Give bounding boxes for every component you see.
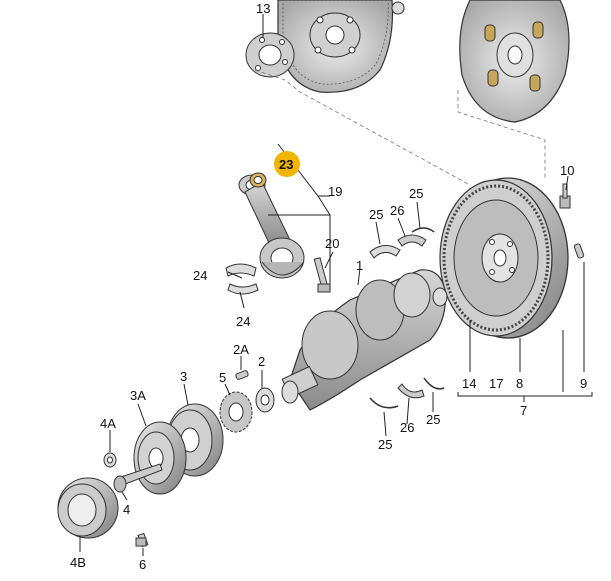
flywheel-top bbox=[277, 0, 405, 93]
shim-plate-13 bbox=[245, 32, 295, 78]
clutch-disc bbox=[459, 0, 570, 123]
sprocket-5 bbox=[219, 391, 253, 433]
dowel-pin-9 bbox=[573, 243, 585, 259]
label-8: 8 bbox=[516, 376, 523, 391]
pulley-3A bbox=[133, 421, 187, 495]
label-10: 10 bbox=[560, 163, 574, 178]
label-14: 14 bbox=[462, 376, 476, 391]
label-7: 7 bbox=[520, 403, 527, 418]
washer-4A bbox=[103, 452, 117, 468]
label-4A: 4A bbox=[100, 416, 116, 431]
label-2: 2 bbox=[258, 354, 265, 369]
label-25-lower-right: 25 bbox=[426, 412, 440, 427]
bolt-10 bbox=[559, 183, 571, 209]
key-2A bbox=[235, 370, 249, 380]
label-26-upper: 26 bbox=[390, 203, 404, 218]
label-23: 23 bbox=[279, 157, 293, 172]
label-26-lower: 26 bbox=[400, 420, 414, 435]
label-25-lower-left: 25 bbox=[378, 437, 392, 452]
label-25-upper-right: 25 bbox=[409, 186, 423, 201]
label-3A: 3A bbox=[130, 388, 146, 403]
label-4B: 4B bbox=[70, 555, 86, 570]
small-end-bushing-23 bbox=[249, 172, 267, 188]
label-4: 4 bbox=[123, 502, 130, 517]
connecting-rod-19 bbox=[238, 174, 305, 279]
label-1: 1 bbox=[356, 258, 363, 273]
label-3: 3 bbox=[180, 369, 187, 384]
label-9: 9 bbox=[580, 376, 587, 391]
label-24-lower: 24 bbox=[236, 314, 250, 329]
crankshaft-1 bbox=[281, 269, 448, 411]
label-19: 19 bbox=[328, 184, 342, 199]
leader-lines bbox=[79, 14, 593, 556]
label-13: 13 bbox=[256, 1, 270, 16]
seal-2 bbox=[255, 387, 275, 413]
label-25-upper-left: 25 bbox=[369, 207, 383, 222]
label-6: 6 bbox=[139, 557, 146, 572]
label-20: 20 bbox=[325, 236, 339, 251]
cover-4B bbox=[57, 477, 119, 539]
main-bearing-shells-lower bbox=[369, 377, 445, 409]
label-17: 17 bbox=[489, 376, 503, 391]
main-bearing-shells-upper bbox=[369, 227, 435, 259]
bolt-4 bbox=[113, 463, 163, 493]
label-5: 5 bbox=[219, 370, 226, 385]
highlight-callout-23 bbox=[274, 151, 300, 177]
bolt-6 bbox=[135, 532, 149, 548]
part-labels: 13 23 19 20 24 24 1 25 26 25 10 2A 2 5 3… bbox=[70, 1, 587, 572]
dual-mass-flywheel-14 bbox=[439, 177, 569, 339]
label-24-upper: 24 bbox=[193, 268, 207, 283]
label-2A: 2A bbox=[233, 342, 249, 357]
conrod-bearing-shells-24 bbox=[225, 263, 259, 295]
